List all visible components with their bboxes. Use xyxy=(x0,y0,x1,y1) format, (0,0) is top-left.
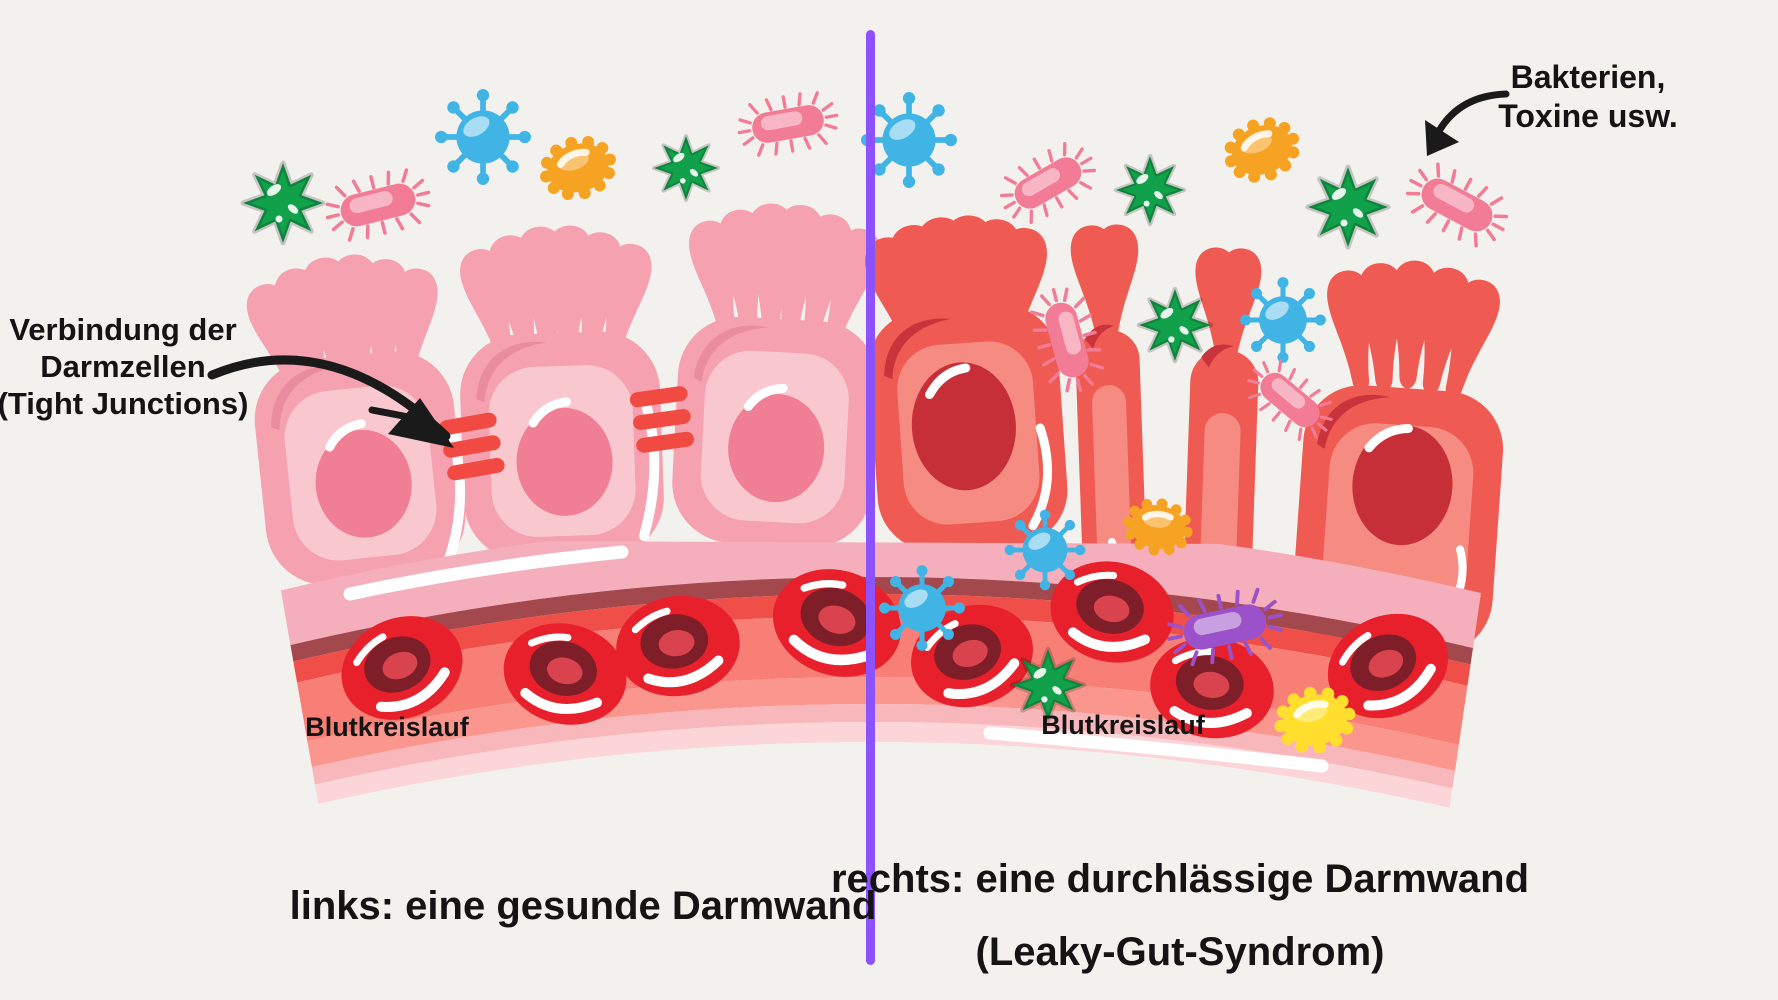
scalloped-toxin-blob-icon xyxy=(532,127,624,209)
healthy-cell xyxy=(672,202,887,548)
bacteria-toxins-label-line1: Bakterien, xyxy=(1510,59,1666,95)
blue-virus-icon xyxy=(1240,277,1326,363)
healthy-cell xyxy=(239,253,466,585)
bloodstream-label-left: Blutkreislauf xyxy=(305,712,469,742)
blue-virus-icon xyxy=(861,92,957,188)
cell-nucleus xyxy=(911,362,1016,491)
bacteria-toxins-label-line2: Toxine usw. xyxy=(1498,98,1678,134)
rod-bacterium-with-cilia-icon xyxy=(989,132,1107,234)
green-spiky-bacterium-icon xyxy=(1308,167,1388,247)
scalloped-toxin-blob-icon xyxy=(1214,107,1309,194)
tight-junctions-label: Verbindung der Darmzellen (Tight Junctio… xyxy=(0,311,248,422)
bloodstream-label-right: Blutkreislauf xyxy=(1041,710,1205,740)
cell-nucleus xyxy=(516,407,613,516)
cell-nucleus xyxy=(728,394,825,503)
green-spiky-bacterium-icon xyxy=(1139,289,1211,361)
healthy-cell xyxy=(454,224,664,561)
blue-virus-icon xyxy=(1005,510,1086,591)
leaky-cell xyxy=(858,214,1068,551)
red-junction-bars-icon xyxy=(628,385,695,454)
green-spiky-bacterium-icon xyxy=(1116,156,1184,224)
divider-line xyxy=(866,30,875,965)
caption-healthy: links: eine gesunde Darmwand xyxy=(289,884,877,928)
caption-leaky-line2: (Leaky-Gut-Syndrom) xyxy=(975,930,1385,974)
cell-nucleus xyxy=(1352,425,1453,546)
rod-bacterium-with-cilia-icon xyxy=(1395,153,1519,257)
healthy-gut-side xyxy=(239,202,887,585)
tight-junctions-label-line2: Darmzellen xyxy=(40,349,206,384)
green-spiky-bacterium-icon xyxy=(654,136,718,200)
green-spiky-bacterium-icon xyxy=(243,163,323,243)
rod-bacterium-with-cilia-icon xyxy=(318,162,438,248)
caption-leaky: rechts: eine durchlässige Darmwand (Leak… xyxy=(831,843,1529,989)
bacteria-toxins-label: Bakterien, Toxine usw. xyxy=(1498,58,1678,136)
tight-junctions-label-line3: (Tight Junctions) xyxy=(0,386,249,421)
tight-junctions-label-line1: Verbindung der xyxy=(9,312,237,347)
blue-virus-icon xyxy=(435,89,531,185)
rod-bacterium-with-cilia-icon xyxy=(732,86,844,162)
bacteria-arrow xyxy=(1425,90,1510,156)
caption-leaky-line1: rechts: eine durchlässige Darmwand xyxy=(830,857,1530,901)
blue-virus-icon xyxy=(879,565,965,651)
microvilli xyxy=(1323,259,1506,405)
cell-nucleus xyxy=(315,429,412,538)
tight-junction-arrow xyxy=(207,355,454,448)
